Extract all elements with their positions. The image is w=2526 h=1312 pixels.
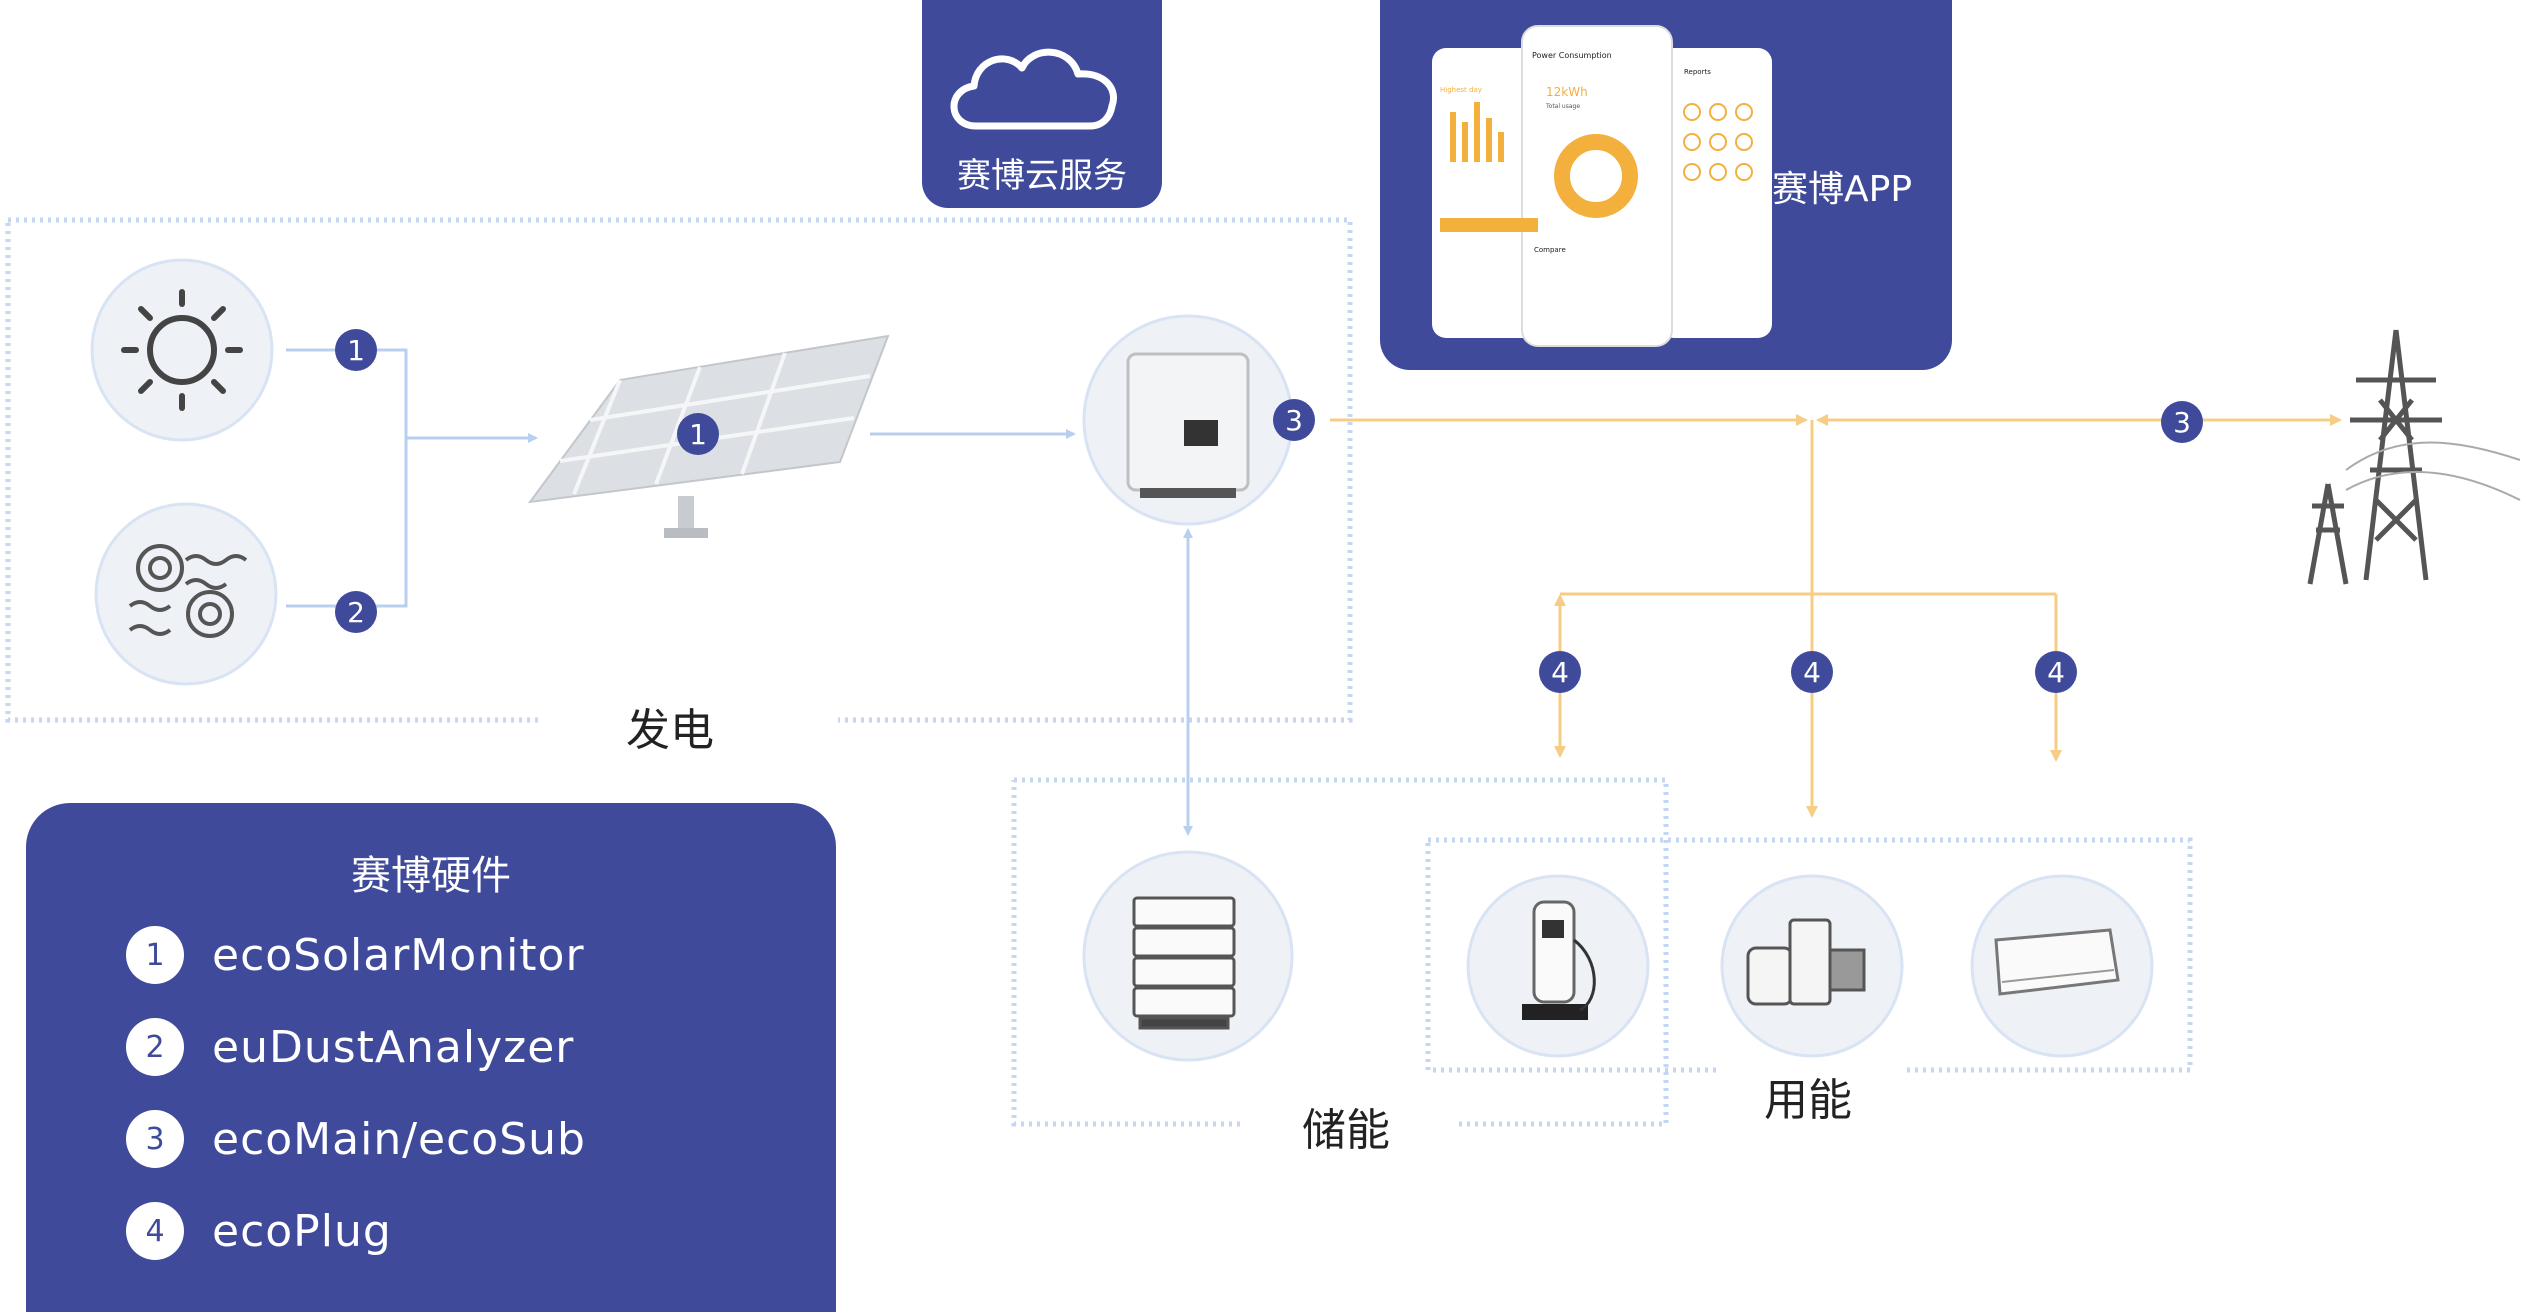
hardware-item-number: 4 — [126, 1202, 184, 1260]
battery-node — [1082, 850, 1294, 1062]
badge-plug-right: 4 — [2035, 651, 2077, 693]
power-tower-icon — [2307, 329, 2521, 585]
generation-region — [5, 217, 1353, 723]
app-panel: Power Consumption 12kWh Total usage High… — [1380, 0, 1952, 370]
badge-number: 2 — [347, 596, 365, 629]
cloud-service-panel: 赛博云服务 — [922, 0, 1162, 208]
app-center-value: 12kWh — [1546, 85, 1588, 99]
consumption-label: 用能 — [1764, 1075, 1852, 1126]
app-center-sub: Total usage — [1545, 103, 1580, 110]
charger-node — [1466, 874, 1650, 1058]
hardware-item: 2 euDustAnalyzer — [126, 1017, 574, 1077]
cloud-service-label: 赛博云服务 — [957, 156, 1127, 196]
badge-grid: 3 — [2161, 401, 2203, 443]
generation-label: 发电 — [626, 705, 714, 756]
badge-number: 1 — [347, 334, 365, 367]
hardware-item: 4 ecoPlug — [126, 1201, 392, 1261]
badge-dust: 2 — [335, 591, 377, 633]
hardware-item-number: 1 — [126, 926, 184, 984]
badge-number: 3 — [2173, 406, 2191, 439]
badge-number: 1 — [689, 418, 707, 451]
hardware-title: 赛博硬件 — [351, 853, 511, 899]
badge-number: 4 — [1803, 656, 1821, 689]
air-conditioner-icon — [1994, 928, 2120, 996]
app-screens: Power Consumption 12kWh Total usage High… — [1432, 25, 1772, 347]
hardware-item-number: 3 — [126, 1110, 184, 1168]
hardware-item-name: ecoMain/ecoSub — [212, 1113, 586, 1165]
ev-charger-icon — [1522, 900, 1596, 1020]
battery-stack-icon — [1132, 896, 1236, 1030]
app-label: 赛博APP — [1772, 169, 1913, 210]
inverter-icon — [1126, 352, 1250, 498]
storage-region — [1011, 777, 1669, 1127]
badge-plug-storage: 4 — [1539, 651, 1581, 693]
cloud-icon — [950, 48, 1117, 130]
app-compare: Compare — [1534, 246, 1566, 254]
badge-number: 4 — [2047, 656, 2065, 689]
app-left-header: Highest day — [1440, 86, 1482, 94]
ac-node — [1970, 874, 2154, 1058]
badge-number: 4 — [1551, 656, 1569, 689]
app-right-title: Reports — [1684, 68, 1711, 76]
hardware-item-number: 2 — [126, 1018, 184, 1076]
hardware-item-name: ecoPlug — [212, 1205, 392, 1257]
hardware-panel: 赛博硬件 1 ecoSolarMonitor 2 euDustAnalyzer … — [26, 803, 836, 1312]
sun-icon — [121, 289, 243, 411]
sun-node — [90, 258, 274, 442]
power-flow-lines — [1330, 414, 2342, 818]
badge-sun: 1 — [335, 329, 377, 371]
badge-plug-center: 4 — [1791, 651, 1833, 693]
app-center-title: Power Consumption — [1532, 51, 1612, 60]
dust-node — [94, 502, 278, 686]
badge-inverter: 3 — [1273, 399, 1315, 441]
badge-panel: 1 — [677, 413, 719, 455]
badge-number: 3 — [1285, 404, 1303, 437]
hardware-item-name: euDustAnalyzer — [212, 1021, 575, 1073]
appliances-icon — [1746, 918, 1866, 1006]
hardware-item: 1 ecoSolarMonitor — [126, 925, 585, 985]
inverter-node — [1082, 314, 1294, 526]
hardware-item: 3 ecoMain/ecoSub — [126, 1109, 586, 1169]
consumption-region — [1425, 837, 2193, 1073]
dust-wind-icon — [128, 544, 248, 638]
storage-label: 储能 — [1302, 1105, 1390, 1156]
hardware-item-name: ecoSolarMonitor — [212, 929, 585, 981]
appliances-node — [1720, 874, 1904, 1058]
